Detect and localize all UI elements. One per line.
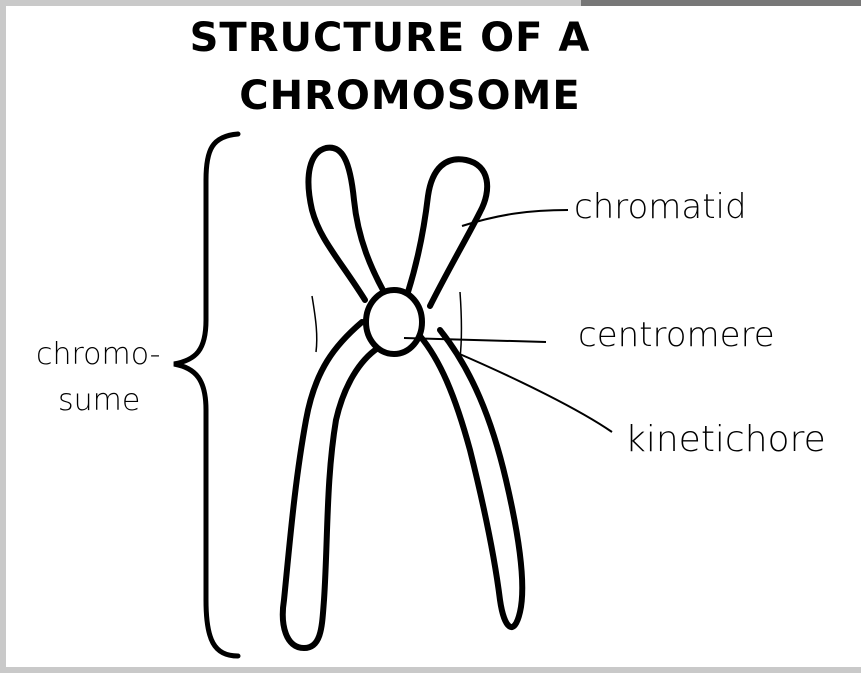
label-kinetochore: kinetichore	[625, 422, 826, 458]
label-chromatid: chromatid	[574, 190, 747, 224]
chromatid-upper-right	[408, 159, 487, 306]
label-chromosome-line2: sume	[58, 386, 140, 416]
centromere-shape	[366, 290, 422, 354]
chromatid-lower-left	[283, 322, 378, 648]
page-title-line1: STRUCTURE OF A	[180, 18, 600, 58]
kinetochore-line-right	[460, 292, 462, 358]
kinetochore-line-left	[312, 296, 317, 352]
chromosome-brace	[174, 134, 238, 656]
chromatid-upper-left	[308, 148, 384, 300]
page-title-line2: CHROMOSOME	[200, 76, 620, 116]
label-centromere: centromere	[578, 318, 775, 352]
label-chromosome-line1: chromo-	[36, 340, 161, 370]
